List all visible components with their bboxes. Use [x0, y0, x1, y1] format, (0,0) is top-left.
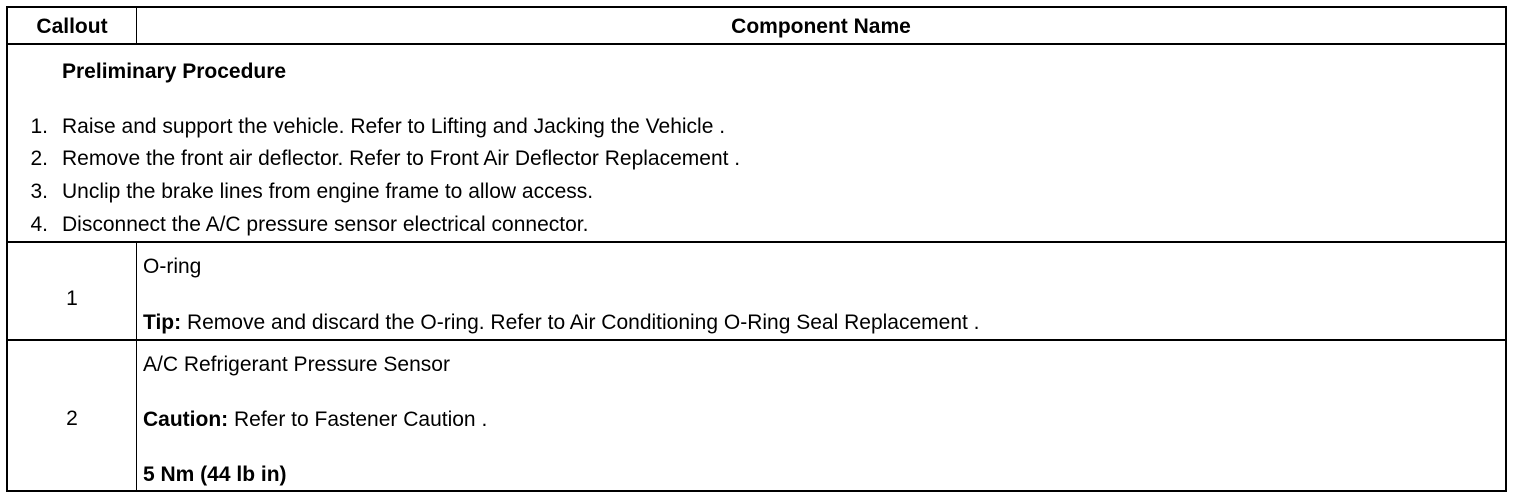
step-number: 4. — [30, 213, 48, 236]
header-divider — [8, 43, 1505, 45]
tip-label: Tip: — [143, 311, 182, 334]
step-text: Raise and support the vehicle. Refer to … — [62, 115, 726, 138]
step-text: Disconnect the A/C pressure sensor elect… — [62, 213, 589, 236]
torque-spec: 5 Nm (44 lb in) — [143, 463, 287, 486]
callout-number: 2 — [66, 407, 78, 430]
row-divider-2 — [8, 339, 1505, 341]
tip-note: Tip: Remove and discard the O-ring. Refe… — [143, 310, 980, 336]
caution-text: Refer to Fastener Caution . — [228, 408, 488, 431]
step-text: Unclip the brake lines from engine frame… — [62, 180, 594, 203]
body-column-divider — [136, 241, 137, 490]
procedure-table: Callout Component Name Preliminary Proce… — [6, 6, 1507, 492]
header-column-divider — [136, 8, 137, 43]
component-name: A/C Refrigerant Pressure Sensor — [143, 353, 450, 376]
step-number: 1. — [30, 115, 48, 138]
header-component-name: Component Name — [731, 15, 911, 38]
step-number: 2. — [30, 147, 48, 170]
row-divider-1 — [8, 241, 1505, 243]
caution-note: Caution: Refer to Fastener Caution . — [143, 407, 487, 433]
component-name: O-ring — [143, 255, 202, 278]
step-number: 3. — [30, 180, 48, 203]
header-callout: Callout — [36, 15, 108, 38]
tip-text: Remove and discard the O-ring. Refer to … — [181, 311, 980, 334]
preliminary-title: Preliminary Procedure — [62, 60, 287, 83]
step-text: Remove the front air deflector. Refer to… — [62, 147, 741, 170]
callout-number: 1 — [66, 287, 78, 310]
caution-label: Caution: — [143, 408, 229, 431]
